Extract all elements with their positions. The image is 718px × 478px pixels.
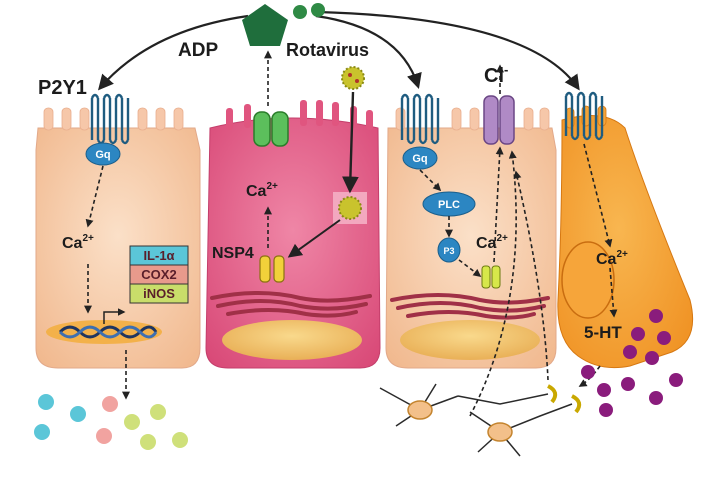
dna-icon bbox=[46, 308, 162, 344]
ip3: P3 bbox=[437, 237, 461, 263]
nsp4-label: NSP4 bbox=[212, 245, 254, 262]
right-nucleus bbox=[400, 320, 540, 360]
ca-ec-label: Ca2+ bbox=[596, 249, 628, 268]
er-ca-channel-icon bbox=[481, 265, 501, 289]
gq-right: Gq bbox=[402, 146, 438, 170]
ca-left-label: Ca2+ bbox=[62, 233, 94, 252]
gq-right-label: Gq bbox=[412, 153, 427, 165]
infected-enterocyte bbox=[205, 100, 381, 369]
gene-box-0: IL-1α bbox=[129, 245, 189, 266]
adp-label: ADP bbox=[178, 40, 218, 61]
five-ht-label: 5-HT bbox=[584, 323, 622, 342]
ip3-label: P3 bbox=[443, 246, 454, 256]
right-er-icon bbox=[390, 293, 550, 320]
enteroendocrine-cell bbox=[557, 105, 694, 369]
gq-left-label: Gq bbox=[95, 149, 110, 161]
internalized-rotavirus-icon bbox=[333, 192, 367, 224]
ec-nucleus bbox=[561, 241, 615, 319]
right-receptor-icon bbox=[400, 93, 440, 145]
virus-entry-arrow bbox=[342, 91, 359, 194]
gene-box-label: IL-1α bbox=[143, 248, 174, 263]
chloride-channel-icon bbox=[483, 95, 515, 145]
adp-arcs bbox=[97, 10, 580, 91]
gene-box-1: COX2 bbox=[129, 264, 189, 285]
p2y1-label: P2Y1 bbox=[38, 77, 87, 99]
cytokine-dots bbox=[34, 394, 188, 450]
gene-box-2: iNOS bbox=[129, 283, 189, 304]
plc-enzyme: PLC bbox=[422, 191, 476, 217]
ec-receptor-icon bbox=[564, 91, 604, 141]
left-enterocyte bbox=[35, 107, 201, 369]
neuron-icon bbox=[379, 383, 582, 457]
gene-box-label: iNOS bbox=[143, 286, 175, 301]
left-microvilli bbox=[43, 107, 184, 131]
ca-channel-apical-icon bbox=[253, 111, 289, 147]
p2y1-receptor-icon bbox=[90, 93, 130, 145]
adp-pentagon-icon bbox=[242, 3, 325, 46]
rotavirus-particle-icon bbox=[341, 66, 365, 90]
gene-box-label: COX2 bbox=[141, 267, 176, 282]
gene-box-rect bbox=[129, 283, 189, 304]
rotavirus-label: Rotavirus bbox=[286, 40, 369, 60]
arc-to-p2y1 bbox=[97, 14, 249, 91]
gq-left: Gq bbox=[85, 142, 121, 166]
ca-right-label: Ca2+ bbox=[476, 233, 508, 252]
infected-er-icon bbox=[210, 291, 372, 318]
serotonin-granules bbox=[581, 309, 683, 417]
arc-to-right-receptor bbox=[315, 14, 422, 89]
ca-infected-label: Ca2+ bbox=[246, 181, 278, 200]
virus-to-nsp4-arrow bbox=[287, 219, 341, 258]
nsp4-channel-icon bbox=[259, 255, 285, 283]
arc-to-ec-receptor bbox=[317, 10, 580, 91]
right-enterocyte bbox=[385, 107, 557, 369]
plc-label: PLC bbox=[438, 199, 460, 211]
cl-label: Cl- bbox=[484, 62, 508, 87]
infected-nucleus bbox=[222, 320, 362, 360]
